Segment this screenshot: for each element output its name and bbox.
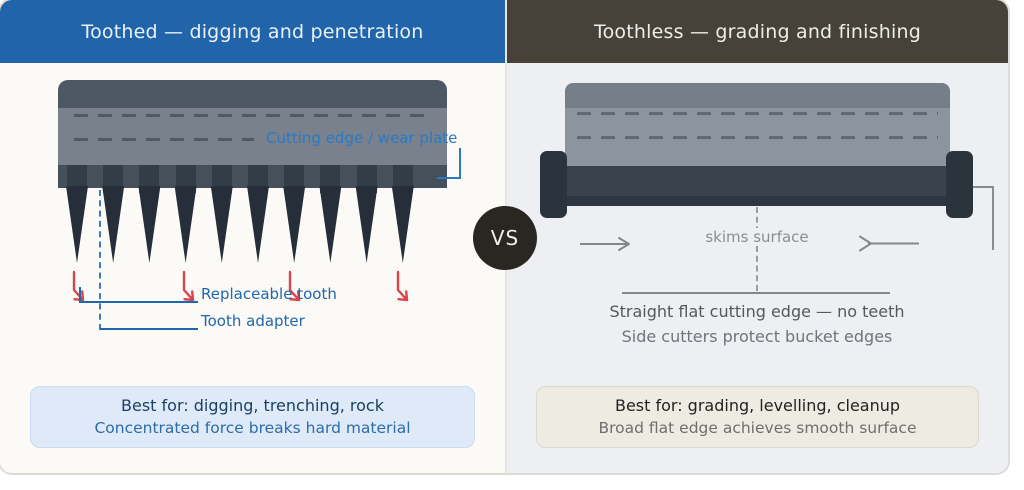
replaceable-tooth-leader-line [79,287,81,303]
toothless-bucket-diagram [565,83,950,206]
right-header-title: Toothless — grading and finishing [594,20,921,43]
cutting-edge-label: Cutting edge / wear plate [266,129,458,147]
side-cutter [946,151,973,218]
motion-arrow-icon [578,236,636,256]
right-best-for-line2: Broad flat edge achieves smooth surface [598,419,917,438]
cutting-edge-strip [58,165,447,193]
weld-dash-line [577,136,938,139]
bucket-top-band [565,83,950,108]
weld-dash-line [577,112,938,115]
toothless-note-line2: Side cutters protect bucket edges [621,327,893,346]
left-header: Toothed — digging and penetration [0,0,505,63]
side-cutter-leader-line [992,186,994,250]
left-best-for-box: Best for: digging, trenching, rock Conce… [30,386,475,448]
bucket-tooth [174,186,197,263]
bucket-tooth [247,186,269,263]
right-header: Toothless — grading and finishing [507,0,1008,63]
flat-cutting-edge-strip [565,166,950,196]
weld-dash-line [74,138,254,141]
force-arrow-icon [394,270,414,306]
teeth-row [58,186,447,266]
replaceable-tooth-leader-line [79,301,198,303]
skims-surface-caption: skims surface [657,227,857,246]
toothless-note-line1: Straight flat cutting edge — no teeth [609,302,905,321]
bucket-body [58,108,447,165]
left-best-for-line1: Best for: digging, trenching, rock [121,395,384,415]
bucket-tooth [102,186,125,263]
bucket-tooth [138,186,161,263]
right-best-for-line1: Best for: grading, levelling, cleanup [614,395,901,415]
motion-arrow-icon [856,234,922,256]
bucket-body [565,108,950,166]
force-arrow-icon [286,270,306,306]
bucket-top-band [58,80,447,108]
comparison-card: Toothed — digging and penetration Toothl… [0,0,1008,473]
bucket-tooth [283,186,306,263]
vs-badge: VS [473,206,537,270]
skims-dashed-line [756,207,758,291]
weld-dash-line [74,114,433,117]
bucket-tooth [391,186,414,263]
cutting-edge-bottom [565,196,950,206]
adapter-callout-dashed-line [99,190,101,330]
bucket-tooth [319,186,342,263]
force-arrow-icon [180,270,200,306]
skims-surface-label: skims surface [700,228,814,246]
ground-surface-line [622,292,890,294]
cutting-edge-leader-line [459,148,461,179]
bucket-tooth [355,186,378,263]
bucket-tooth [66,186,88,263]
side-cutter [540,151,567,218]
cutting-edge-leader-line [437,177,461,179]
left-header-title: Toothed — digging and penetration [81,20,424,43]
tooth-adapter-leader-line [100,328,198,330]
bucket-tooth [210,186,233,263]
side-cutter-leader-line [967,186,994,188]
tooth-adapter-label: Tooth adapter [201,312,305,330]
left-best-for-line2: Concentrated force breaks hard material [94,419,411,438]
replaceable-tooth-label: Replaceable tooth [201,285,337,303]
right-best-for-box: Best for: grading, levelling, cleanup Br… [536,386,979,448]
